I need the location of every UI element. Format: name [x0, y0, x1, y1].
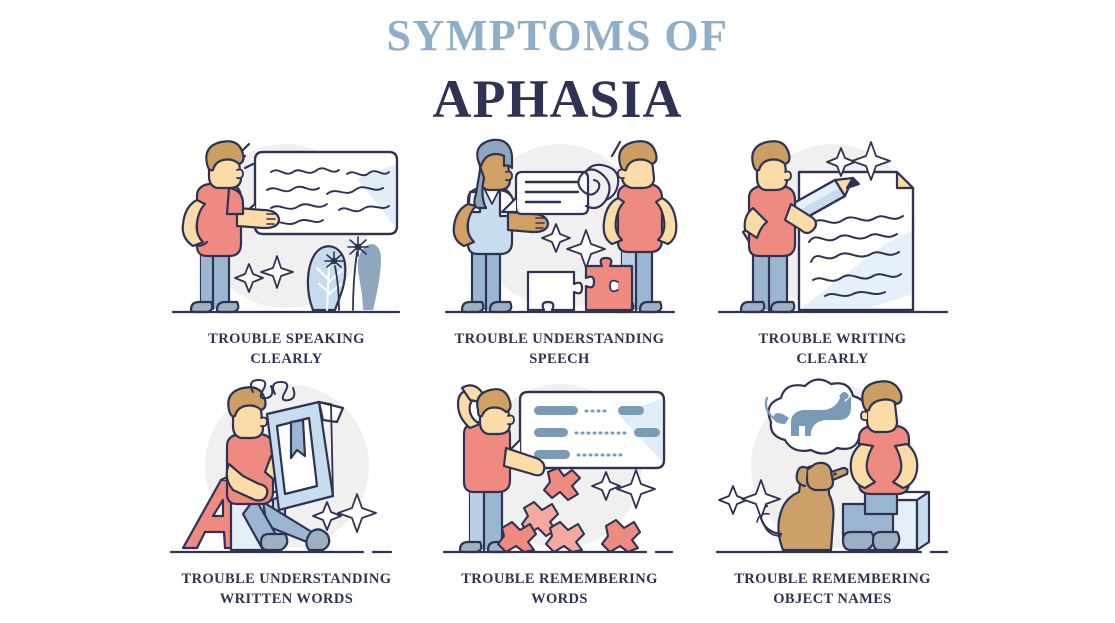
illustration-person-speaking-scribble-bubble: [167, 134, 407, 324]
illustration-two-people-speech-puzzle: [440, 134, 680, 324]
card-label-line1: TROUBLE REMEMBERING: [734, 571, 931, 587]
symptom-card-trouble-speaking-clearly: TROUBLE SPEAKING CLEARLY: [150, 134, 423, 374]
card-label-line2: CLEARLY: [796, 350, 869, 367]
card-label-line1: TROUBLE WRITING: [758, 331, 907, 347]
card-label-trouble-writing-clearly: TROUBLE WRITING CLEARLY: [708, 330, 958, 369]
card-label-line2: CLEARLY: [250, 350, 323, 367]
card-label-trouble-speaking-clearly: TROUBLE SPEAKING CLEARLY: [162, 330, 412, 369]
illustration-person-pencil-scribble-paper: [713, 134, 953, 324]
illustration-person-reading-book-letter-a: [167, 374, 407, 564]
card-label-line2: SPEECH: [529, 350, 590, 367]
symptom-card-trouble-remembering-words: TROUBLE REMEMBERING WORDS: [423, 374, 696, 614]
illustration-person-missing-words-bubble: [440, 374, 680, 564]
card-label-line1: TROUBLE REMEMBERING: [461, 571, 658, 587]
card-label-line1: TROUBLE SPEAKING: [208, 331, 365, 347]
card-label-trouble-remembering-object-names: TROUBLE REMEMBERING OBJECT NAMES: [708, 570, 958, 609]
card-label-line1: TROUBLE UNDERSTANDING: [181, 571, 392, 587]
symptom-card-trouble-writing-clearly: TROUBLE WRITING CLEARLY: [696, 134, 969, 374]
card-label-line2: OBJECT NAMES: [773, 590, 892, 607]
card-label-trouble-understanding-written-words: TROUBLE UNDERSTANDING WRITTEN WORDS: [162, 570, 412, 609]
card-label-line2: WORDS: [531, 590, 588, 607]
card-label-trouble-remembering-words: TROUBLE REMEMBERING WORDS: [435, 570, 685, 609]
symptom-card-trouble-understanding-speech: TROUBLE UNDERSTANDING SPEECH: [423, 134, 696, 374]
card-label-line2: WRITTEN WORDS: [219, 590, 354, 607]
card-label-line1: TROUBLE UNDERSTANDING: [454, 331, 665, 347]
symptom-card-trouble-remembering-object-names: TROUBLE REMEMBERING OBJECT NAMES: [696, 374, 969, 614]
page-title-main: APHASIA: [432, 69, 683, 130]
page-title-top: SYMPTOMS OF: [386, 11, 729, 60]
card-label-trouble-understanding-speech: TROUBLE UNDERSTANDING SPEECH: [435, 330, 685, 369]
symptoms-grid: TROUBLE SPEAKING CLEARLY: [150, 134, 970, 614]
illustration-person-dog-cat-thought-bubble: [713, 374, 953, 564]
symptom-card-trouble-understanding-written-words: TROUBLE UNDERSTANDING WRITTEN WORDS: [150, 374, 423, 614]
title-block: SYMPTOMS OF APHASIA: [0, 11, 1115, 134]
